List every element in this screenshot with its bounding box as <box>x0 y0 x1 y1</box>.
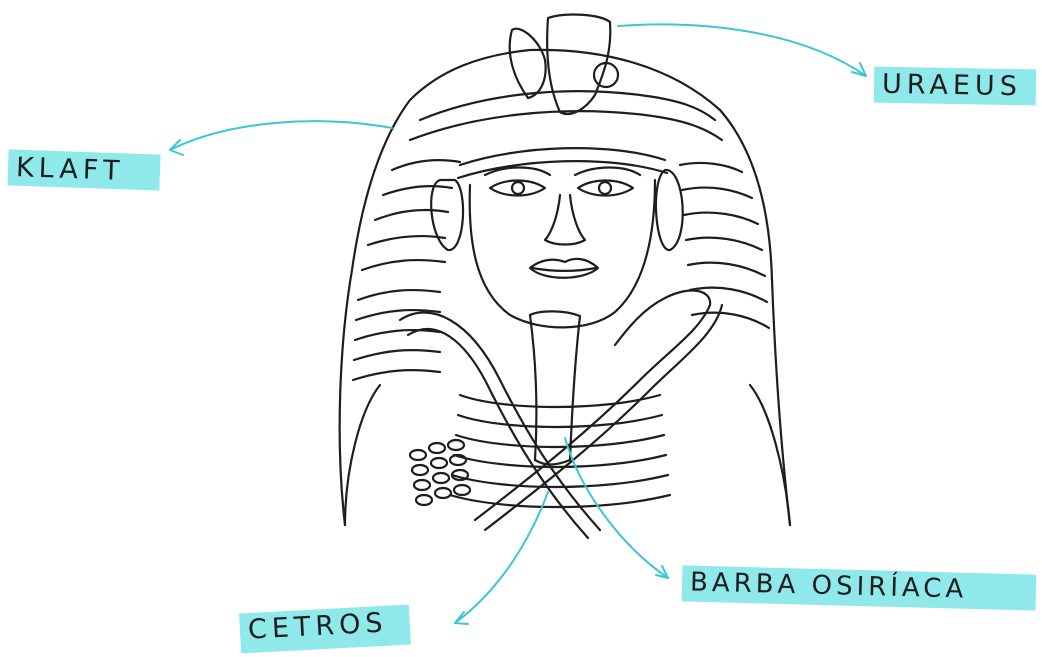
arrow-cetros <box>455 492 548 623</box>
arrow-uraeus <box>618 24 866 76</box>
label-klaft: KLAFT <box>7 150 133 189</box>
left-ear <box>431 180 463 250</box>
right-ear <box>656 170 683 250</box>
label-uraeus: URAEUS <box>874 67 1030 105</box>
face-outline <box>470 180 655 327</box>
arrow-klaft <box>170 121 392 150</box>
